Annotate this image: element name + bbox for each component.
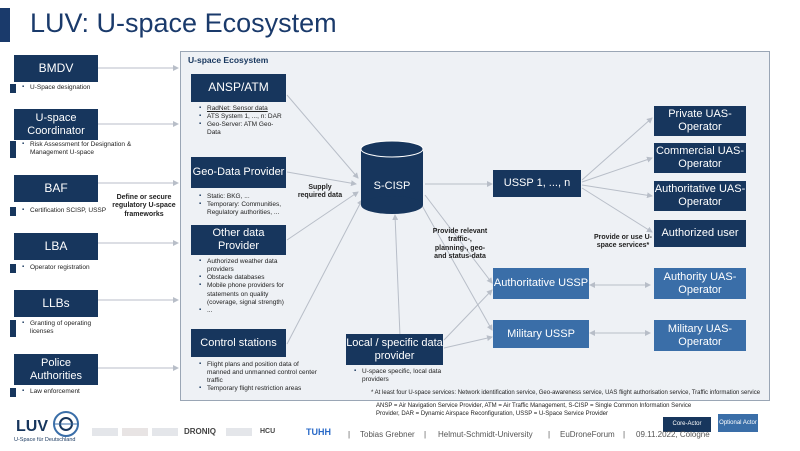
llbs-box: LLBs	[14, 290, 98, 317]
baf-note: Certification SCISP, USSP	[22, 207, 162, 215]
bmdv-note: U-Space designation	[22, 84, 162, 92]
footer-sep: |	[623, 430, 626, 439]
police-note-bar	[10, 388, 16, 397]
luv-logo-icon	[53, 411, 79, 437]
ansp-item: RadNet: Sensor data	[199, 105, 283, 113]
coordinator-note-bar	[10, 141, 16, 158]
police-authorities-box: Police Authorities	[14, 354, 98, 385]
abbreviation-note: ANSP = Air Navigation Service Provider, …	[376, 403, 692, 417]
provide-data-label: Provide relevant traffic-, planning-, ge…	[432, 228, 488, 261]
other-item: Authorized weather data providers	[199, 258, 295, 274]
partner-logo-3	[152, 428, 178, 436]
other-data-provider-box: Other data Provider	[191, 225, 286, 255]
geo-item: Static: BKG, ...	[199, 193, 291, 201]
hcu-logo: HCU	[260, 428, 276, 435]
provide-use-services-label: Provide or use U-space services*	[594, 234, 652, 250]
baf-note-bar	[10, 207, 16, 216]
local-data-provider-box: Local / specific data provider	[346, 334, 443, 365]
partner-logo-2	[122, 428, 148, 436]
lba-box: LBA	[14, 233, 98, 260]
supply-data-label: Supply required data	[297, 184, 343, 200]
baf-notes: Certification SCISP, USSP	[22, 207, 162, 215]
geo-item: Temporary: Communities, Regulatory autho…	[199, 201, 291, 217]
coordinator-notes: Risk Assessment for Designation & Manage…	[22, 141, 142, 157]
luv-logo-text: LUV	[16, 418, 48, 435]
llbs-notes: Granting of operating licenses	[22, 320, 112, 336]
scisp-label: S-CISP	[373, 180, 411, 192]
lba-note: Operator registration	[22, 264, 162, 272]
authority-uas-operator-box: Authority UAS-Operator	[654, 268, 746, 299]
footer-sep: |	[548, 430, 551, 439]
footer-date: 09.11.2022, Cologne	[636, 430, 710, 439]
geo-data-items: Static: BKG, ... Temporary: Communities,…	[199, 193, 291, 217]
droniq-logo: DRONIQ	[184, 427, 216, 436]
control-item: Flight plans and position data of manned…	[199, 361, 319, 385]
llbs-note-bar	[10, 320, 16, 337]
local-item: U-space specific, local data providers	[354, 368, 454, 384]
legend-core-actor: Core-Actor	[663, 417, 711, 432]
military-uas-operator-box: Military UAS-Operator	[654, 320, 746, 351]
slide-title: LUV: U-space Ecosystem	[30, 8, 337, 38]
ussp-main-box: USSP 1, ..., n	[493, 170, 581, 197]
scisp-database-icon	[360, 140, 424, 214]
coordinator-note: Risk Assessment for Designation & Manage…	[22, 141, 142, 157]
authoritative-uas-operator-box: Authoritative UAS-Operator	[654, 181, 746, 211]
llbs-note: Granting of operating licenses	[22, 320, 112, 336]
luv-logo-subtitle: U-Space für Deutschland	[14, 437, 76, 443]
ansp-atm-items: RadNet: Sensor data ATS System 1, ..., n…	[199, 105, 283, 138]
footer-author: Tobias Grebner	[360, 430, 415, 439]
partner-logo-4	[226, 428, 252, 436]
lba-notes: Operator registration	[22, 264, 162, 272]
authorized-user-box: Authorized user	[654, 220, 746, 247]
footer-sep: |	[348, 430, 351, 439]
define-frameworks-label: Define or secure regulatory U-space fram…	[112, 194, 176, 218]
local-provider-items: U-space specific, local data providers	[354, 368, 454, 384]
police-note: Law enforcement	[22, 388, 162, 396]
other-item: ...	[199, 307, 295, 315]
baf-box: BAF	[14, 175, 98, 202]
private-uas-operator-box: Private UAS-Operator	[654, 106, 746, 136]
military-ussp-box: Military USSP	[493, 320, 589, 348]
control-item: Temporary flight restriction areas	[199, 385, 319, 393]
geo-data-provider-box: Geo-Data Provider	[191, 157, 286, 188]
footer-event: EuDroneForum	[560, 430, 615, 439]
title-accent-bar	[0, 8, 10, 42]
ansp-item: ATS System 1, ..., n: DAR	[199, 113, 283, 121]
control-stations-items: Flight plans and position data of manned…	[199, 361, 319, 394]
legend-optional-actor: Optional Actor	[718, 414, 758, 432]
lba-note-bar	[10, 264, 16, 273]
police-notes: Law enforcement	[22, 388, 162, 396]
other-item: Obstacle databases	[199, 274, 295, 282]
ansp-item: Geo-Server: ATM Geo-Data	[199, 121, 283, 137]
services-footnote: * At least four U-space services: Networ…	[371, 390, 761, 396]
control-stations-box: Control stations	[191, 329, 286, 357]
authoritative-ussp-box: Authoritative USSP	[493, 268, 589, 299]
tuhh-logo: TUHH	[306, 427, 331, 437]
bmdv-notes: U-Space designation	[22, 84, 162, 92]
other-item: Mobile phone providers for statements on…	[199, 282, 295, 306]
commercial-uas-operator-box: Commercial UAS-Operator	[654, 143, 746, 173]
footer-university: Helmut-Schmidt-University	[438, 430, 533, 439]
bmdv-box: BMDV	[14, 55, 98, 82]
footer-sep: |	[424, 430, 427, 439]
ecosystem-label: U-space Ecosystem	[188, 55, 269, 65]
partner-logo-1	[92, 428, 118, 436]
uspace-coordinator-box: U-space Coordinator	[14, 109, 98, 140]
other-data-items: Authorized weather data providers Obstac…	[199, 258, 295, 315]
ansp-atm-box: ANSP/ATM	[191, 74, 286, 102]
bmdv-note-bar	[10, 84, 16, 93]
